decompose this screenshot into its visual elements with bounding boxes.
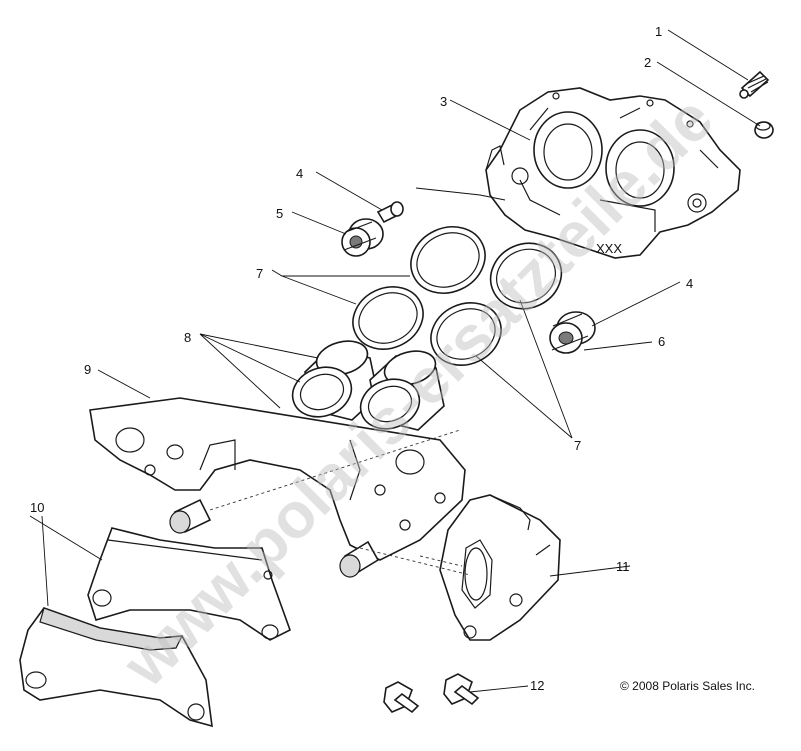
piston-seals [352, 226, 563, 366]
callout-5: 5 [276, 206, 283, 221]
mounting-bracket [89, 397, 466, 578]
mounting-bolts [383, 673, 480, 714]
callout-3: 3 [440, 94, 447, 109]
callout-4b: 4 [686, 276, 693, 291]
callout-8: 8 [184, 330, 191, 345]
pad-retainer [439, 494, 561, 641]
brake-pad-outer [19, 607, 213, 728]
watermark-text: www.polaris-ersatzteile.de [108, 82, 726, 700]
callout-1: 1 [655, 24, 662, 39]
callout-numbers: 1 2 3 4 4 5 6 7 7 8 9 10 11 12 [30, 24, 693, 693]
boot-right [549, 311, 596, 354]
callout-9: 9 [84, 362, 91, 377]
callout-11: 11 [616, 559, 630, 574]
caliper-mark-text: XXX [596, 241, 622, 256]
leader-lines [29, 29, 761, 693]
brake-pad-inner [87, 527, 291, 641]
bleeder-screw [739, 70, 770, 99]
callout-7b: 7 [574, 438, 581, 453]
slide-pin-left [376, 201, 404, 224]
callout-4a: 4 [296, 166, 303, 181]
copyright-text: © 2008 Polaris Sales Inc. [620, 679, 755, 693]
caliper-body: XXX [485, 87, 741, 259]
callout-10: 10 [30, 500, 44, 515]
boot-left [341, 218, 384, 257]
callout-7a: 7 [256, 266, 263, 281]
callout-2: 2 [644, 55, 651, 70]
callout-6: 6 [658, 334, 665, 349]
assembly-lines [209, 429, 471, 576]
pistons [291, 340, 445, 431]
callout-12: 12 [530, 678, 544, 693]
